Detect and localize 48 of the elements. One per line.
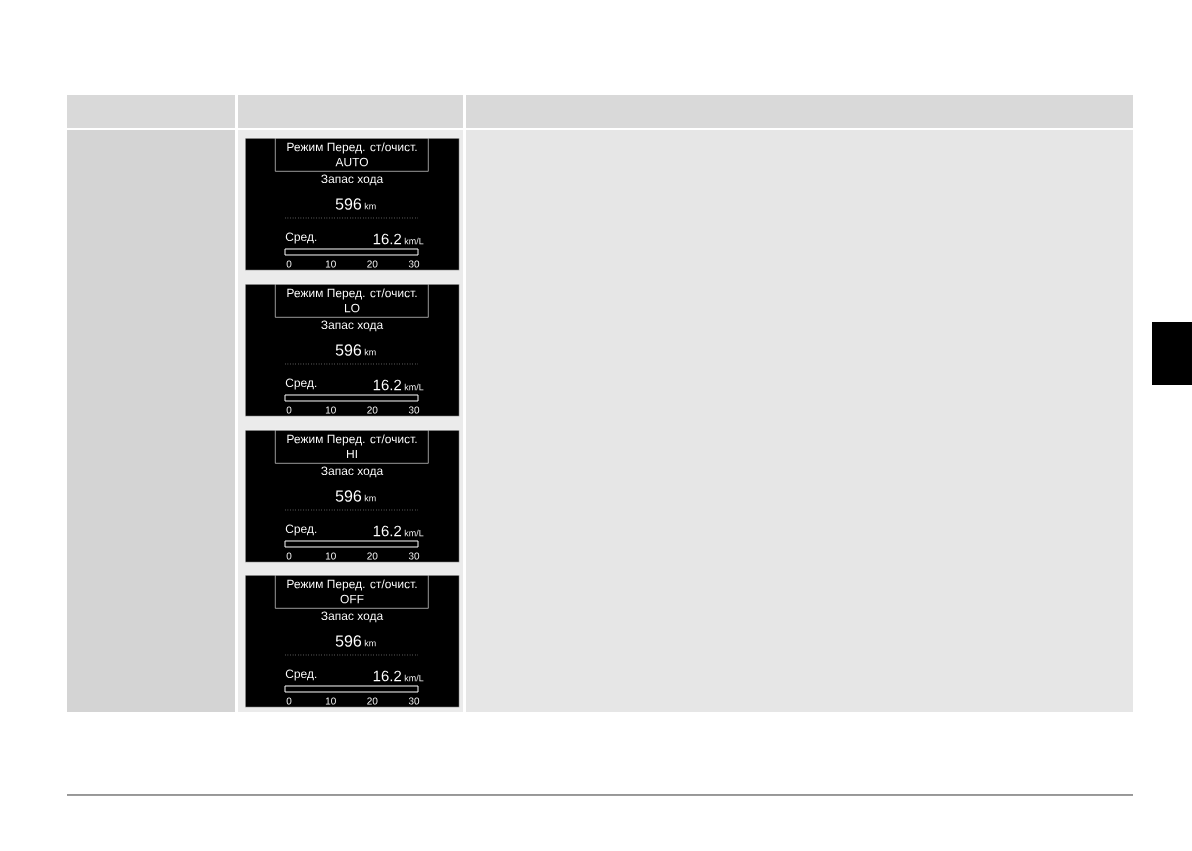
- scale-number: 30: [408, 260, 420, 268]
- mode-title: Режим Перед. ст/очист.: [287, 142, 417, 154]
- scale-number: 20: [367, 406, 378, 414]
- average-label: Сред.: [285, 524, 317, 536]
- average-value: 16.2: [373, 670, 402, 682]
- unit-label: km/L: [404, 383, 424, 391]
- range-value: 596: [335, 344, 362, 356]
- scale-number: 0: [286, 697, 292, 705]
- scale-number: 30: [408, 697, 420, 705]
- scale-number: 10: [325, 406, 336, 414]
- scale-number: 20: [367, 697, 378, 705]
- average-label: Сред.: [285, 669, 317, 681]
- range-label: Запас хода: [321, 174, 384, 186]
- scale-number: 0: [286, 406, 292, 414]
- scale-number: 0: [286, 552, 292, 560]
- range-label: Запас хода: [321, 611, 384, 623]
- average-value: 16.2: [373, 525, 402, 537]
- mode-title: Режим Перед. ст/очист.: [287, 288, 417, 300]
- mode-title: Режим Перед. ст/очист.: [287, 579, 417, 591]
- mode-value: HI: [347, 449, 357, 459]
- unit-label: km: [364, 494, 376, 502]
- mode-title: Режим Перед. ст/очист.: [287, 434, 417, 446]
- scale-number: 20: [367, 260, 378, 268]
- average-value: 16.2: [373, 233, 402, 245]
- scale-number: 10: [325, 260, 336, 268]
- unit-label: km/L: [404, 674, 424, 682]
- mode-value: OFF: [340, 594, 364, 604]
- scale-number: 10: [325, 552, 336, 560]
- scale-number: 30: [408, 552, 420, 560]
- range-label: Запас хода: [321, 320, 384, 332]
- scale-number: 20: [367, 552, 378, 560]
- average-label: Сред.: [285, 232, 317, 244]
- unit-label: km/L: [404, 529, 424, 537]
- unit-label: km: [364, 639, 376, 647]
- scale-number: 10: [325, 697, 336, 705]
- unit-label: km: [364, 202, 376, 210]
- range-value: 596: [335, 198, 362, 210]
- average-value: 16.2: [373, 379, 402, 391]
- average-label: Сред.: [285, 378, 317, 390]
- scale-number: 30: [408, 406, 420, 414]
- scale-number: 0: [286, 260, 292, 268]
- mode-value: LO: [345, 303, 360, 313]
- unit-label: km/L: [404, 237, 424, 245]
- range-label: Запас хода: [321, 466, 384, 478]
- range-value: 596: [335, 635, 362, 647]
- mode-value: AUTO: [335, 157, 368, 167]
- unit-label: km: [364, 348, 376, 356]
- range-value: 596: [335, 490, 362, 502]
